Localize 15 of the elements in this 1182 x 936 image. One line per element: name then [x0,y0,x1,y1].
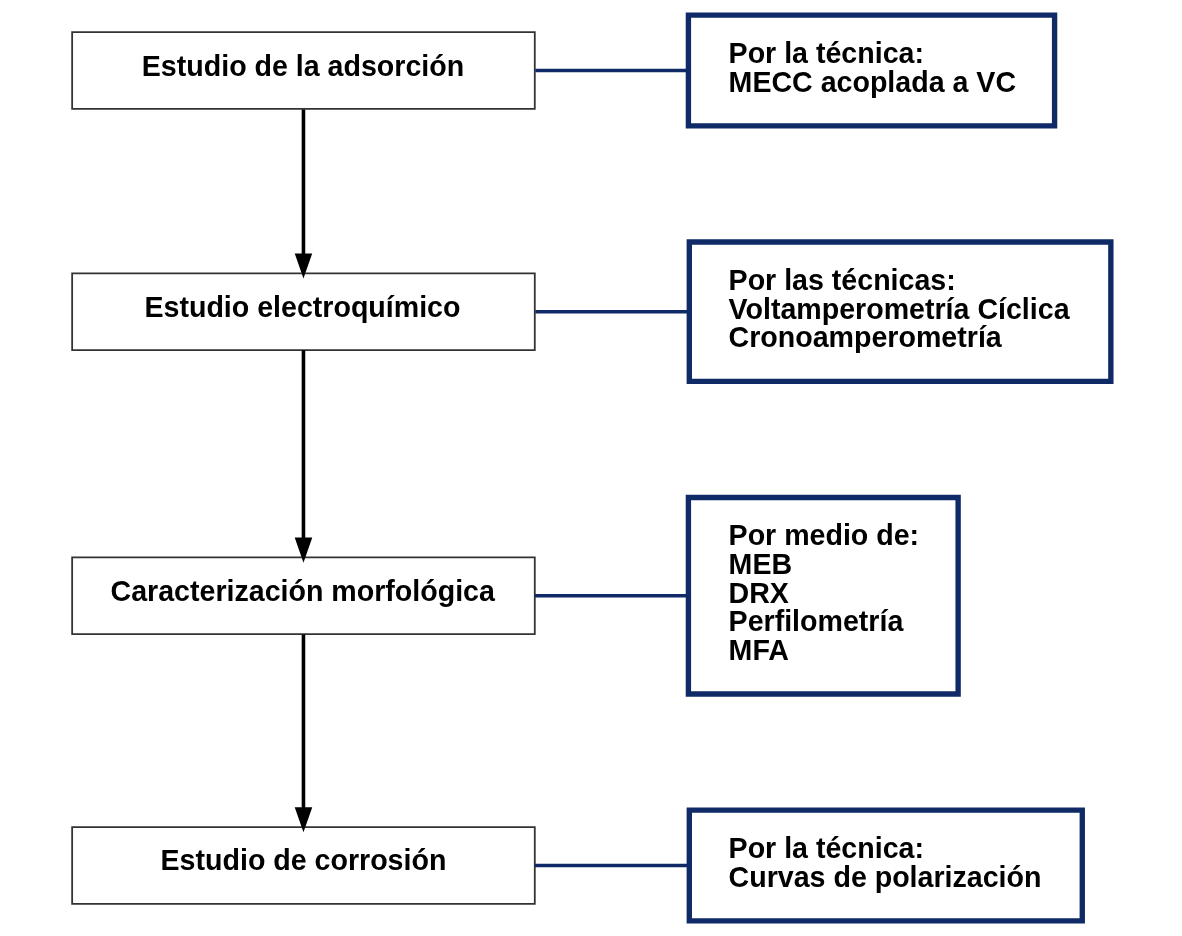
node-box: Por medio de: MEB DRX Perfilometría MFA [685,494,961,697]
arrow [294,109,312,279]
arrow [294,634,312,833]
arrow [294,350,312,563]
node-box: Por la técnica: MECC acoplada a VC [685,12,1057,129]
node-box: Estudio electroquímico [70,272,536,351]
node-box: Caracterización morfológica [70,556,536,635]
connector [534,68,688,73]
connector [534,593,688,598]
node-box: Por las técnicas: Voltamperometría Cíclica Cronoamperometría [686,239,1114,385]
node-box: Estudio de corrosión [70,826,536,905]
connector [534,863,689,868]
node-box: Por la técnica: Curvas de polarización [686,807,1085,924]
connector [534,309,689,314]
node-box: Estudio de la adsorción [70,31,536,110]
